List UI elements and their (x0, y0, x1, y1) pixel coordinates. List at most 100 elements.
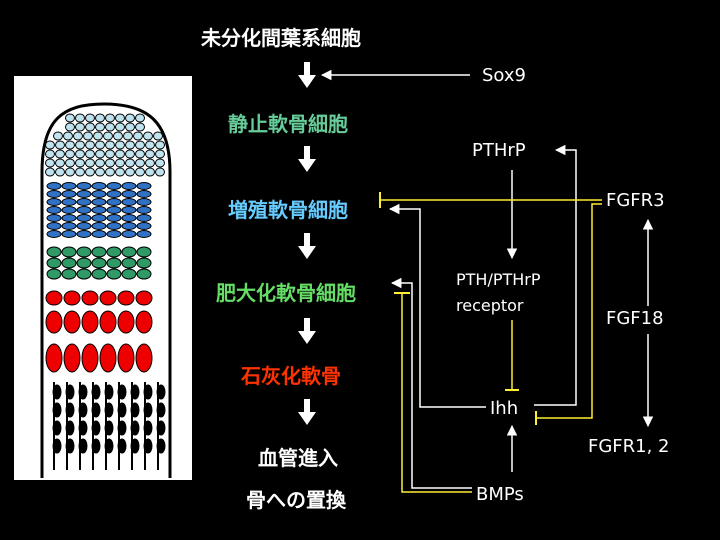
proliferating-cell (136, 214, 152, 222)
resting-cell (45, 167, 55, 177)
stage-proliferating: 増殖軟骨細胞 (228, 198, 348, 222)
stage-mesenchymal: 未分化間葉系細胞 (201, 26, 361, 50)
resting-cell (65, 149, 75, 159)
resting-cell (105, 140, 115, 150)
prehypertrophic-cell (76, 257, 92, 269)
prehypertrophic-cell (91, 257, 107, 269)
proliferating-cell (76, 190, 92, 198)
resting-cell (105, 122, 115, 132)
resting-cell (45, 149, 55, 159)
hypertrophic-cell (81, 290, 99, 306)
osteocyte-blob (52, 384, 62, 400)
resting-cell (85, 113, 95, 123)
resting-cell (115, 149, 125, 159)
resting-cell (105, 167, 115, 177)
prehypertrophic-cell (121, 268, 137, 280)
proliferating-cell (91, 182, 107, 190)
resting-cell (45, 158, 55, 168)
proliferating-cell (46, 206, 62, 214)
proliferating-cell (121, 214, 137, 222)
proliferating-cell (61, 230, 77, 238)
resting-cell (135, 167, 145, 177)
osteocyte-blob (130, 384, 140, 400)
proliferating-cell (106, 222, 122, 230)
resting-cell (125, 167, 135, 177)
osteocyte-blob (143, 438, 153, 454)
label-receptor-line2: receptor (456, 296, 524, 315)
resting-cell (135, 122, 145, 132)
resting-cell (145, 149, 155, 159)
hypertrophic-cell (45, 290, 63, 306)
resting-cell (113, 131, 123, 141)
resting-cell (95, 122, 105, 132)
resting-cell (103, 131, 113, 141)
resting-cell (85, 122, 95, 132)
label-fgfr12: FGFR1, 2 (588, 436, 670, 457)
osteocyte-blob (65, 384, 75, 400)
label-ihh: Ihh (490, 398, 519, 419)
resting-cell (95, 113, 105, 123)
resting-cell (85, 167, 95, 177)
prehypertrophic-cell (91, 268, 107, 280)
prehypertrophic-cell (61, 268, 77, 280)
resting-cell (155, 149, 165, 159)
hypertrophic-cell (135, 290, 153, 306)
osteocyte-blob (78, 402, 88, 418)
hypertrophic-cell (117, 310, 135, 334)
resting-cell (55, 140, 65, 150)
resting-cell (125, 149, 135, 159)
prehypertrophic-cell (136, 246, 152, 258)
proliferating-cell (136, 182, 152, 190)
stage-arrow-1 (298, 62, 316, 88)
hypertrophic-cell (99, 343, 117, 373)
hypertrophic-cell (99, 290, 117, 306)
osteocyte-blob (117, 420, 127, 436)
osteocyte-blob (117, 438, 127, 454)
hypertrophic-cell (81, 343, 99, 373)
hypertrophic-cell (117, 290, 135, 306)
resting-cell (95, 158, 105, 168)
ihh-to-proliferating-arrow (388, 203, 486, 408)
resting-cell (75, 122, 85, 132)
cell-columns (45, 113, 166, 470)
stage-arrow-2 (298, 146, 316, 172)
resting-cell (105, 149, 115, 159)
proliferating-cell (76, 230, 92, 238)
osteocyte-blob (78, 438, 88, 454)
osteocyte-blob (91, 420, 101, 436)
resting-cell (95, 140, 105, 150)
growth-plate-outline (40, 102, 172, 478)
osteocyte-blob (156, 384, 166, 400)
stage-arrow-4 (298, 318, 316, 344)
osteocyte-blob (91, 384, 101, 400)
stage-hypertrophic: 肥大化軟骨細胞 (216, 281, 356, 305)
resting-cell (63, 131, 73, 141)
prehypertrophic-cell (76, 268, 92, 280)
resting-cell (115, 158, 125, 168)
resting-cell (65, 158, 75, 168)
proliferating-cell (61, 206, 77, 214)
resting-cell (85, 149, 95, 159)
proliferating-cell (106, 214, 122, 222)
resting-cell (55, 149, 65, 159)
proliferating-cell (106, 182, 122, 190)
stage-calcified: 石灰化軟骨 (241, 364, 341, 388)
osteocyte-blob (143, 384, 153, 400)
resting-cell (145, 158, 155, 168)
prehypertrophic-cell (106, 246, 122, 258)
prehypertrophic-cell (61, 257, 77, 269)
resting-cell (135, 113, 145, 123)
proliferating-cell (121, 206, 137, 214)
proliferating-cell (136, 190, 152, 198)
proliferating-cell (76, 182, 92, 190)
bmps-hypertrophic-inhibition-line (401, 293, 472, 493)
osteocyte-blob (52, 420, 62, 436)
ihh-to-pthrp-arrow (534, 144, 577, 406)
osteocyte-blob (78, 420, 88, 436)
proliferating-cell (46, 230, 62, 238)
resting-cell (145, 140, 155, 150)
osteocyte-blob (117, 402, 127, 418)
stage-vascular-invasion: 血管進入 (258, 446, 338, 470)
resting-cell (125, 113, 135, 123)
proliferating-cell (106, 230, 122, 238)
